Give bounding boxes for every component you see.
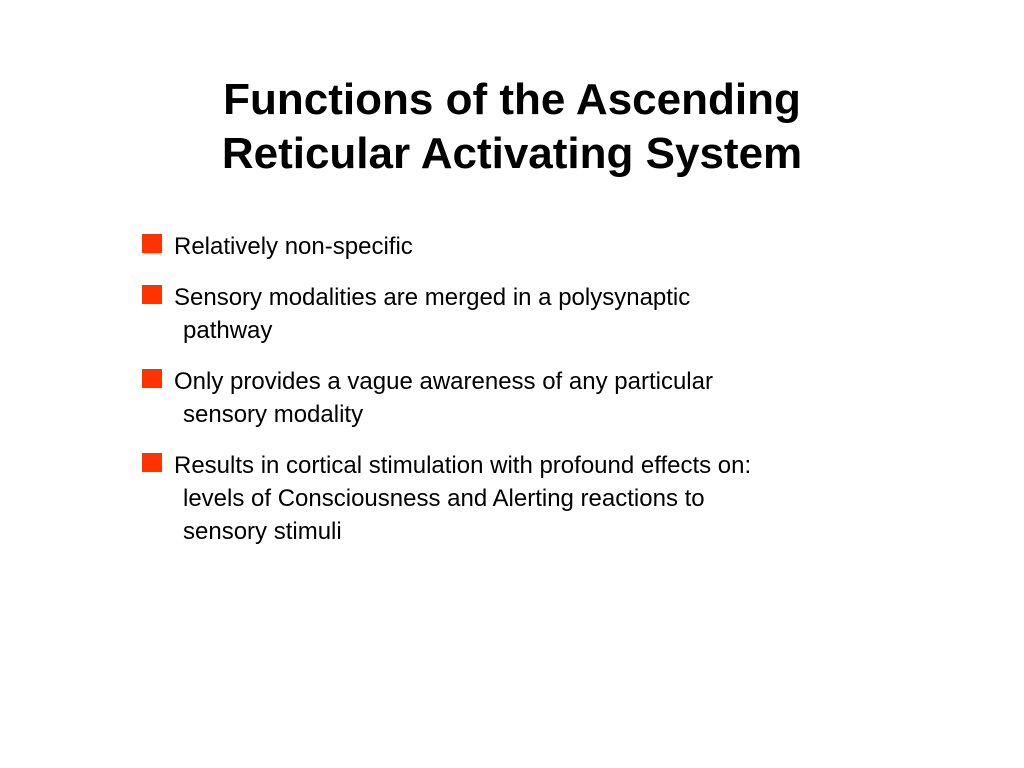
bullet-text-line: Results in cortical stimulation with pro… [174, 452, 752, 479]
bullet-text-line: Relatively non-specific [174, 233, 413, 260]
bullet-item: Results in cortical stimulation with pro… [142, 449, 902, 548]
slide-title-line-2: Reticular Activating System [221, 129, 803, 179]
square-bullet-icon [142, 453, 162, 472]
bullet-item: Only provides a vague awareness of any p… [142, 365, 902, 431]
bullet-text-line: sensory stimuli [183, 518, 342, 545]
bullet-list: Relatively non-specific Sensory modaliti… [142, 230, 902, 566]
slide-title: Functions of the Ascending Reticular Act… [112, 73, 912, 181]
slide-title-line-1: Functions of the Ascending [223, 75, 801, 125]
square-bullet-icon [142, 285, 162, 304]
square-bullet-icon [142, 234, 162, 253]
square-bullet-icon [142, 369, 162, 388]
bullet-text-line: Sensory modalities are merged in a polys… [174, 284, 691, 311]
bullet-text-line: pathway [183, 317, 273, 344]
bullet-text-line: Only provides a vague awareness of any p… [174, 368, 713, 395]
bullet-item: Relatively non-specific [142, 230, 902, 263]
bullet-text-line: sensory modality [183, 401, 364, 428]
bullet-item: Sensory modalities are merged in a polys… [142, 281, 902, 347]
bullet-text-line: levels of Consciousness and Alerting rea… [183, 485, 705, 512]
